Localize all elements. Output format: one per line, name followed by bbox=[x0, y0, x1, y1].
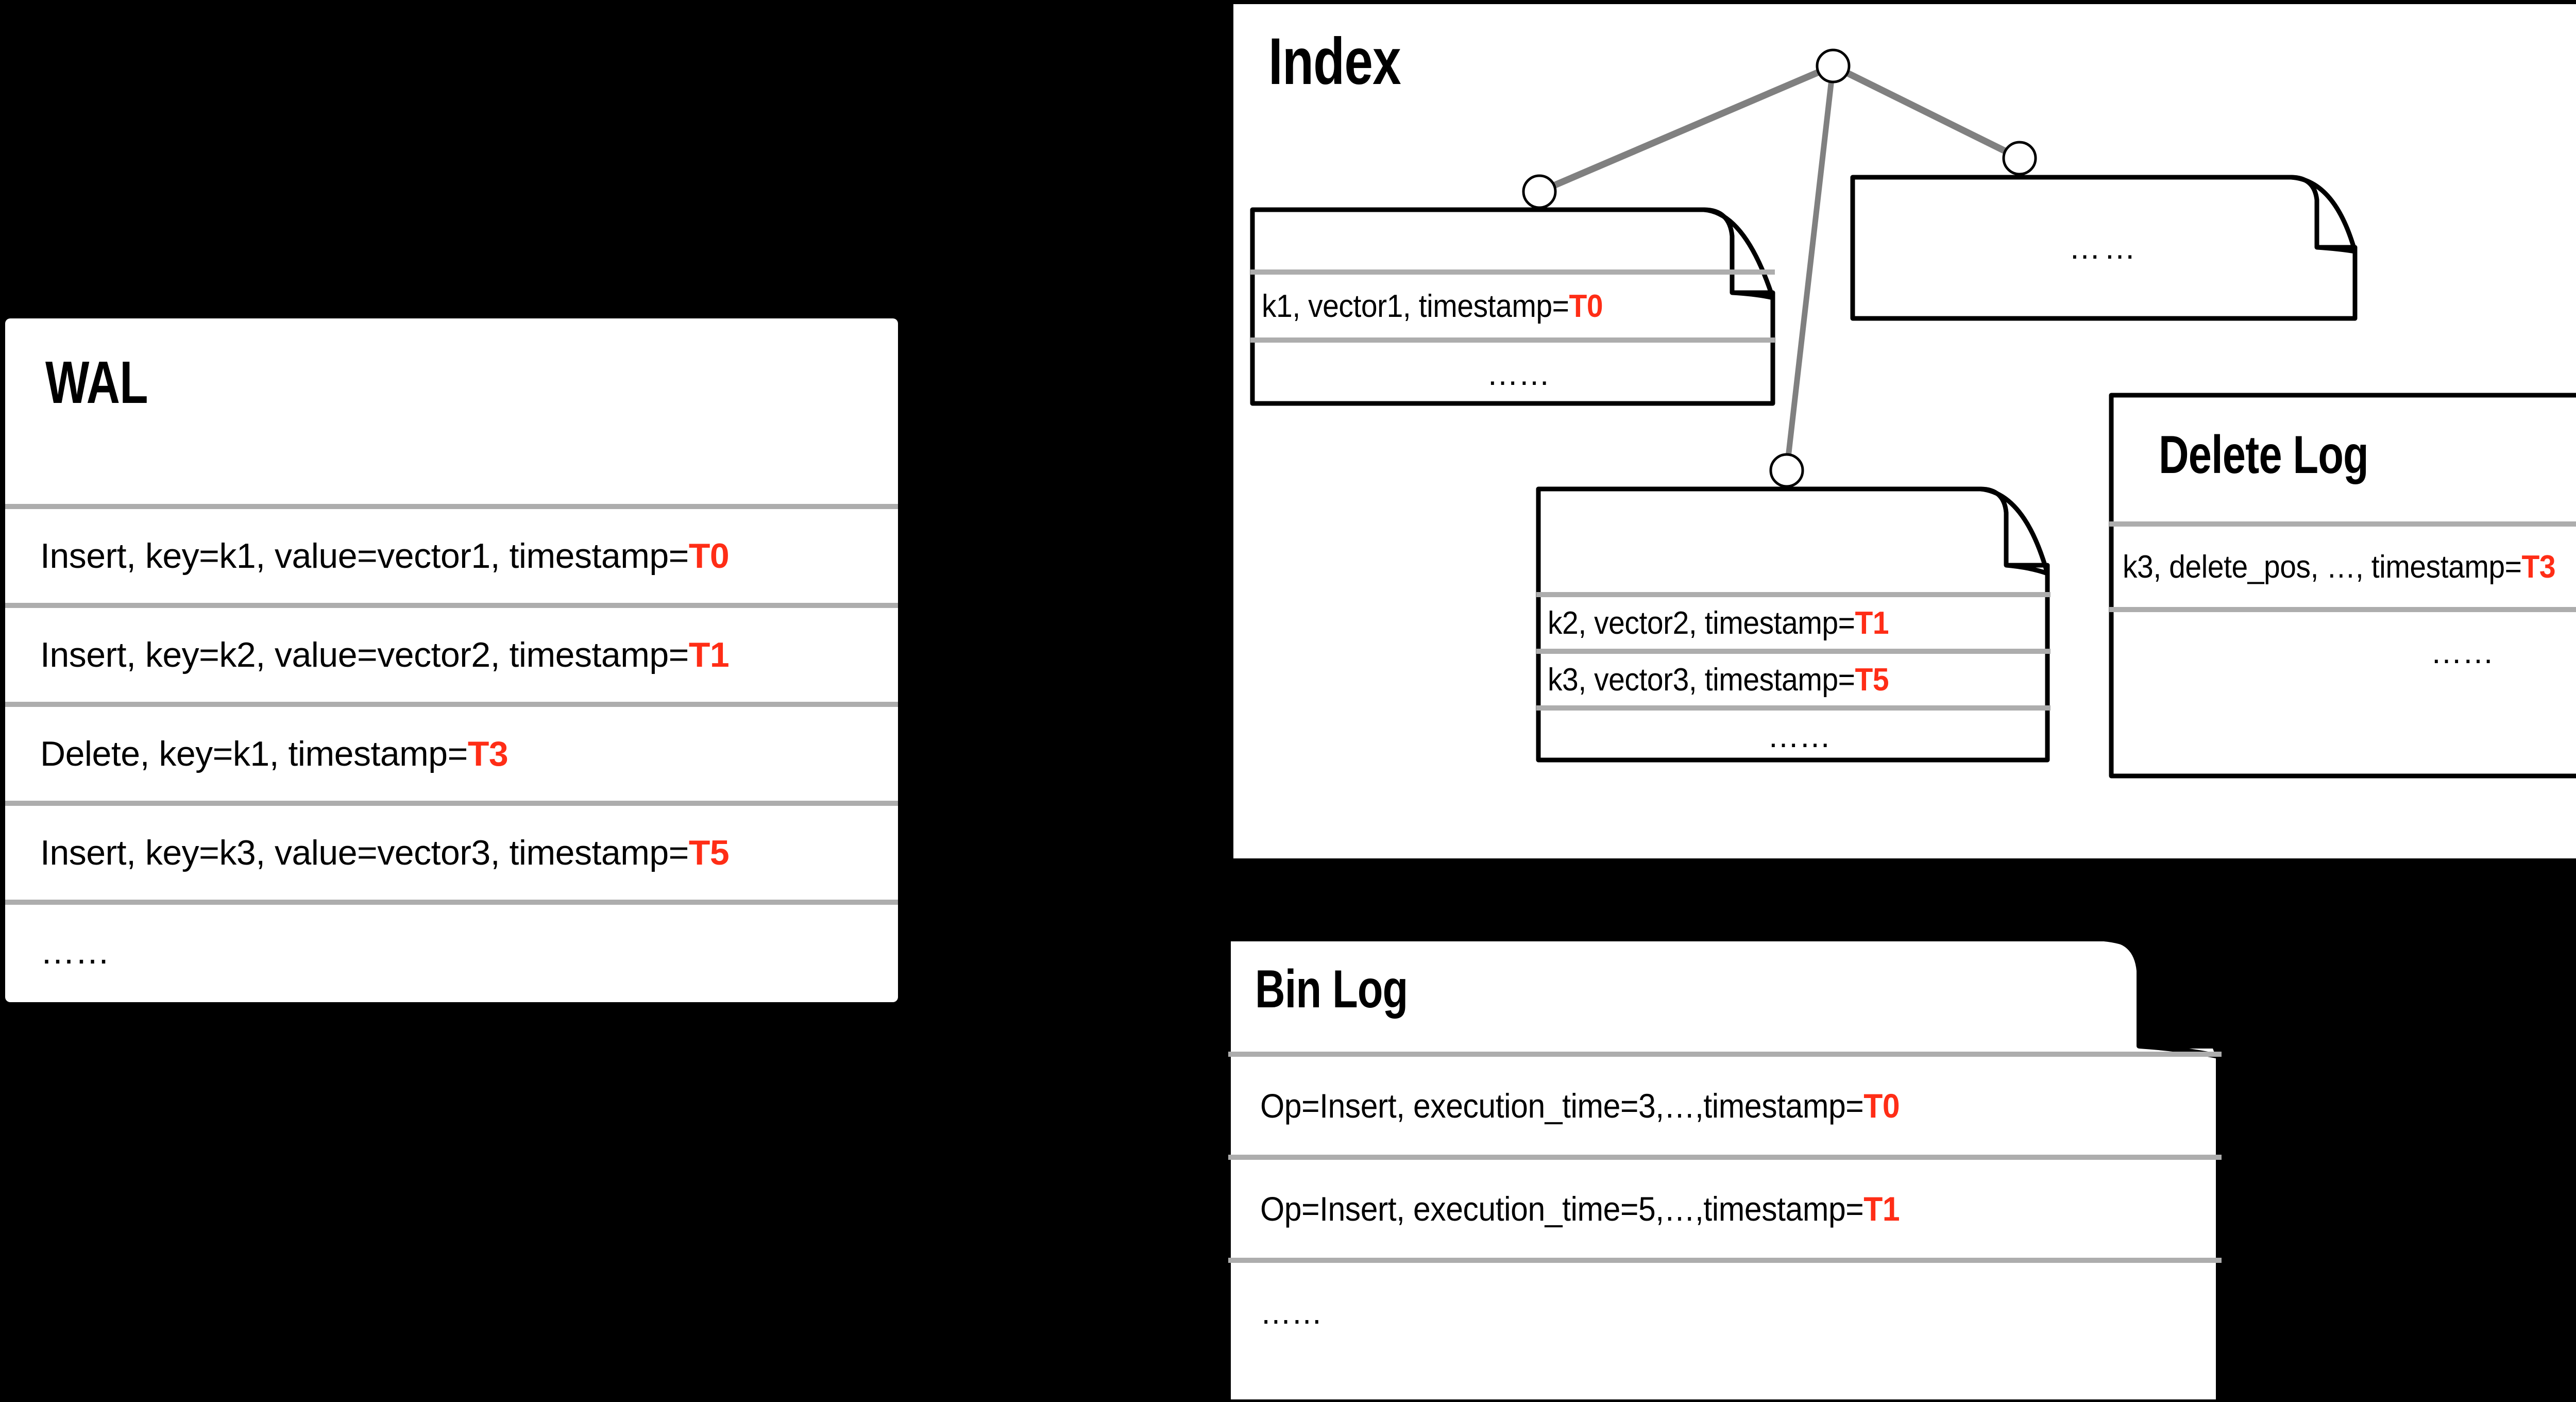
index-entry-row: k3, vector3, timestamp=T5 bbox=[1536, 649, 2050, 705]
note-shape bbox=[1250, 207, 1775, 406]
index-entry-row-ellipsis: …… bbox=[1536, 705, 2050, 762]
delete-log-row-text: k3, delete_pos, …, timestamp=T3 bbox=[2123, 549, 2556, 585]
wal-title: WAL bbox=[45, 349, 148, 416]
bin-log-card: Bin Log Op=Insert, execution_time=3,…,ti… bbox=[1226, 936, 2222, 1402]
note-shape bbox=[1850, 175, 2358, 321]
wal-row-list: Insert, key=k1, value=vector1, timestamp… bbox=[5, 504, 898, 999]
wal-panel: WAL Insert, key=k1, value=vector1, times… bbox=[5, 318, 898, 1002]
wal-row-text: Insert, key=k2, value=vector2, timestamp… bbox=[40, 635, 730, 674]
index-entry-row: k2, vector2, timestamp=T1 bbox=[1536, 592, 2050, 649]
bin-log-ellipsis-text: …… bbox=[1260, 1293, 1323, 1331]
index-leaf-card-k1: k1, vector1, timestamp=T0 …… bbox=[1250, 207, 1775, 406]
delete-log-row: k3, delete_pos, …, timestamp=T3 bbox=[2109, 521, 2576, 607]
delete-log-card: Delete Log k3, delete_pos, …, timestamp=… bbox=[2109, 393, 2576, 779]
wal-row-text: Insert, key=k1, value=vector1, timestamp… bbox=[40, 536, 730, 576]
index-leaf-card-k2: k2, vector2, timestamp=T1 k3, vector3, t… bbox=[1536, 486, 2050, 763]
wal-row-text: Insert, key=k3, value=vector3, timestamp… bbox=[40, 833, 730, 872]
wal-ellipsis-text: …… bbox=[40, 932, 110, 971]
bin-log-row: Op=Insert, execution_time=3,…,timestamp=… bbox=[1228, 1052, 2222, 1155]
index-entry-text: k2, vector2, timestamp=T1 bbox=[1548, 605, 1889, 641]
delete-log-ellipsis-text: …… bbox=[2430, 634, 2495, 670]
index-entry-text: k1, vector1, timestamp=T0 bbox=[1262, 288, 1603, 324]
note-shape bbox=[2109, 393, 2576, 779]
note-row-list: k1, vector1, timestamp=T0 …… bbox=[1250, 269, 1775, 406]
wal-row: Insert, key=k2, value=vector2, timestamp… bbox=[5, 603, 898, 702]
wal-row: Delete, key=k1, timestamp=T3 bbox=[5, 702, 898, 801]
index-entry-text: k3, vector3, timestamp=T5 bbox=[1548, 662, 1889, 698]
bin-log-row: Op=Insert, execution_time=5,…,timestamp=… bbox=[1228, 1155, 2222, 1258]
index-leaf-card-ellipsis: …… bbox=[1850, 175, 2358, 321]
delete-log-title: Delete Log bbox=[2159, 425, 2369, 485]
delete-log-row-ellipsis: …… bbox=[2109, 607, 2576, 692]
index-ellipsis-text: …… bbox=[1486, 356, 1551, 392]
index-entry-row-ellipsis: …… bbox=[1250, 337, 1775, 406]
index-title: Index bbox=[1268, 25, 1401, 98]
bin-log-title: Bin Log bbox=[1255, 959, 1408, 1019]
bin-log-row-ellipsis: …… bbox=[1228, 1258, 2222, 1361]
note-row-list: k3, delete_pos, …, timestamp=T3 …… bbox=[2109, 521, 2576, 778]
wal-row-ellipsis: …… bbox=[5, 900, 898, 999]
wal-row: Insert, key=k3, value=vector3, timestamp… bbox=[5, 801, 898, 900]
index-entry-row: k1, vector1, timestamp=T0 bbox=[1250, 269, 1775, 337]
index-ellipsis-text: …… bbox=[1767, 718, 1832, 754]
wal-row-text: Delete, key=k1, timestamp=T3 bbox=[40, 734, 509, 773]
note-row-list: Op=Insert, execution_time=3,…,timestamp=… bbox=[1228, 1052, 2222, 1402]
bin-log-row-text: Op=Insert, execution_time=3,…,timestamp=… bbox=[1260, 1087, 1900, 1125]
note-row-list: k2, vector2, timestamp=T1 k3, vector3, t… bbox=[1536, 592, 2050, 762]
wal-row: Insert, key=k1, value=vector1, timestamp… bbox=[5, 504, 898, 603]
bin-log-row-text: Op=Insert, execution_time=5,…,timestamp=… bbox=[1260, 1190, 1900, 1228]
